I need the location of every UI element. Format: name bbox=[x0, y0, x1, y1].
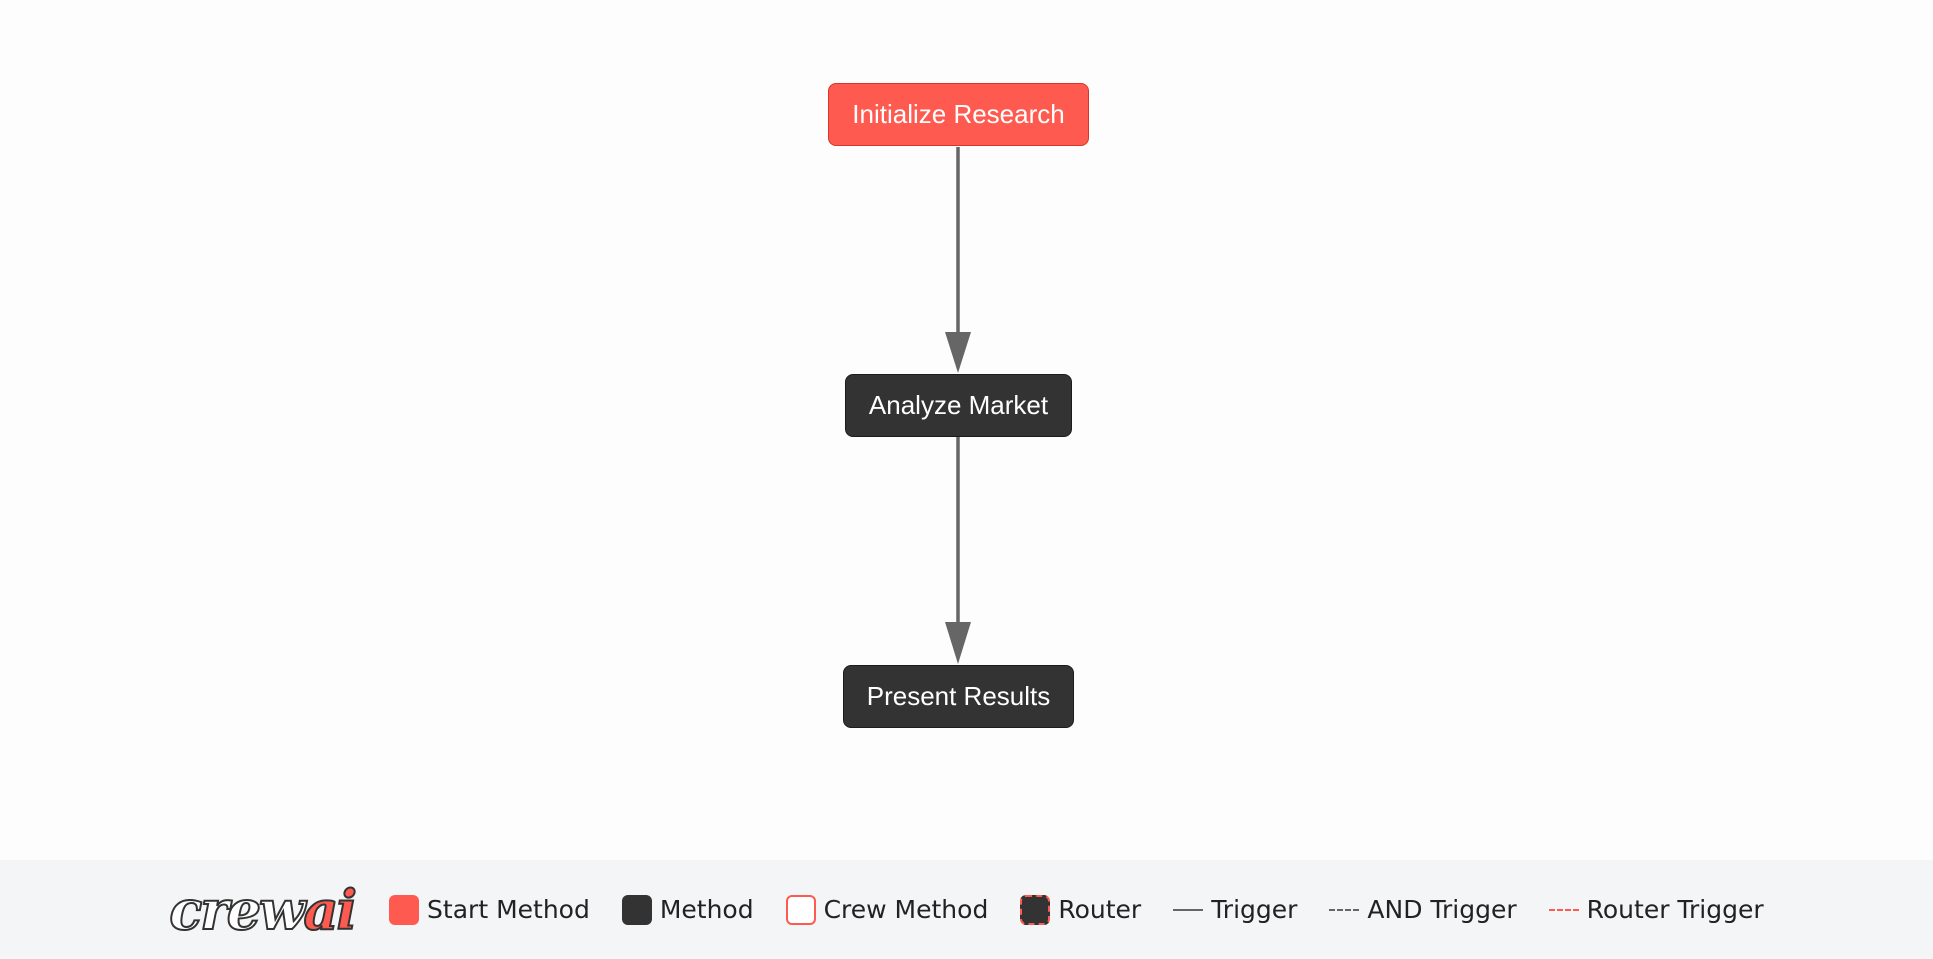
edge-arrowhead bbox=[945, 622, 971, 664]
legend-trigger: Trigger bbox=[1173, 895, 1297, 924]
logo-ai-text: ai bbox=[303, 877, 358, 942]
legend-router-trigger: Router Trigger bbox=[1548, 895, 1764, 924]
start-method-swatch bbox=[389, 894, 420, 925]
router-trigger-line-sample bbox=[1548, 908, 1579, 911]
legend-crew-method-label: Crew Method bbox=[823, 895, 989, 924]
legend-trigger-label: Trigger bbox=[1211, 895, 1298, 924]
legend-router-label: Router bbox=[1058, 895, 1142, 924]
method-swatch bbox=[621, 894, 652, 925]
legend-method-label: Method bbox=[659, 895, 754, 924]
crew-method-swatch bbox=[785, 894, 816, 925]
legend-router-trigger-label: Router Trigger bbox=[1586, 895, 1764, 924]
edge-arrowhead bbox=[945, 332, 971, 373]
node-analyze-market[interactable]: Analyze Market bbox=[845, 374, 1072, 437]
legend-and-trigger-label: AND Trigger bbox=[1367, 895, 1517, 924]
trigger-line-sample bbox=[1173, 908, 1204, 911]
legend-method: Method bbox=[621, 894, 754, 925]
legend-router: Router bbox=[1020, 894, 1142, 925]
and-trigger-line-sample bbox=[1329, 908, 1360, 911]
logo-crew-text: crew bbox=[168, 877, 306, 942]
legend-and-trigger: AND Trigger bbox=[1329, 895, 1517, 924]
flow-canvas[interactable]: Initialize Research Analyze Market Prese… bbox=[0, 0, 1933, 860]
node-initialize-research[interactable]: Initialize Research bbox=[828, 83, 1089, 146]
node-present-results[interactable]: Present Results bbox=[843, 665, 1074, 728]
flow-edges bbox=[945, 147, 971, 664]
legend-crew-method: Crew Method bbox=[785, 894, 989, 925]
legend-start-method-label: Start Method bbox=[427, 895, 590, 924]
router-swatch bbox=[1020, 894, 1051, 925]
legend-start-method: Start Method bbox=[389, 894, 590, 925]
